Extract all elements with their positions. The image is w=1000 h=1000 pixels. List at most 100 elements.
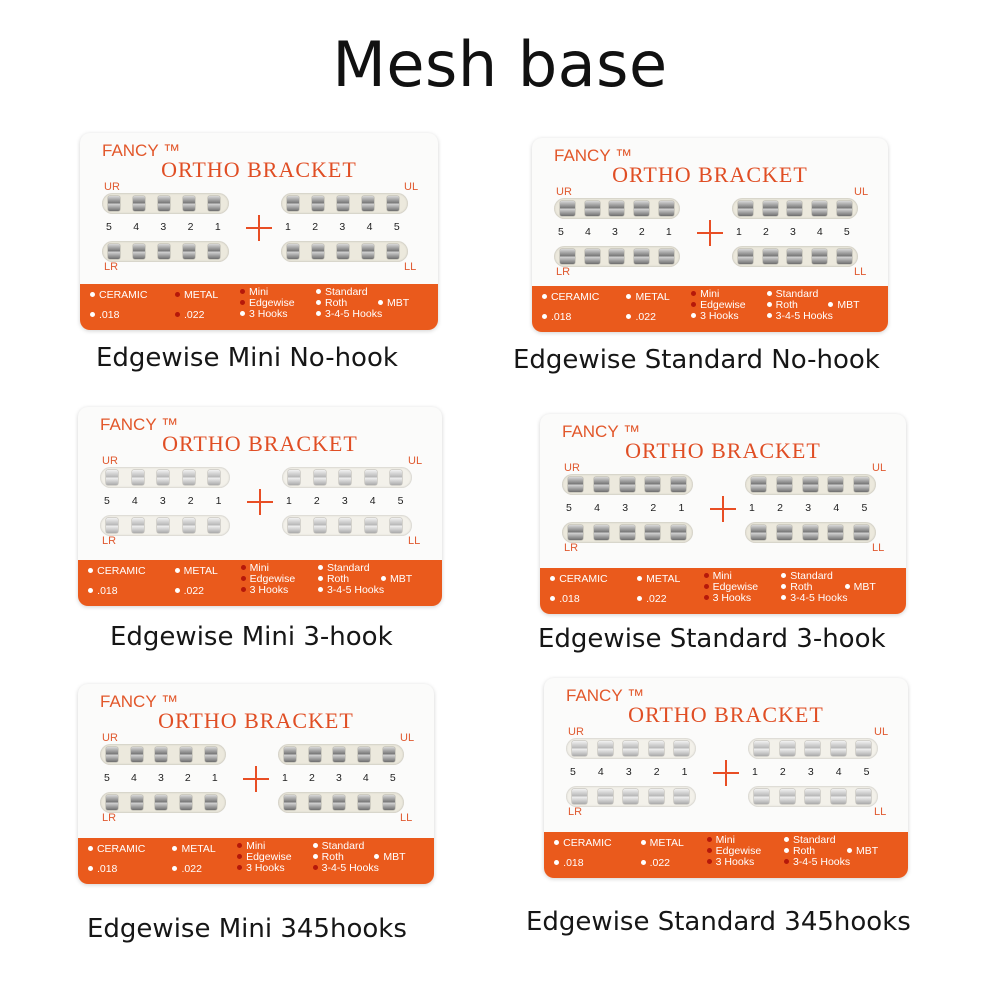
option-dot [691, 302, 697, 307]
option-three-hooks: 3 Hooks [240, 309, 288, 320]
bracket [106, 795, 118, 810]
tooth-number: 4 [594, 502, 600, 514]
tooth-number: 4 [584, 226, 591, 238]
option-label: Mini [700, 288, 720, 300]
bracket [751, 525, 766, 540]
bracket [336, 196, 349, 211]
option-dot [706, 848, 712, 853]
option-dot [706, 859, 712, 864]
page-title: Mesh base [332, 28, 668, 101]
midline-cross [247, 489, 273, 515]
bracket [364, 470, 377, 485]
option-hooks345: 3-4-5 Hooks [783, 856, 851, 868]
bracket [836, 201, 852, 216]
tooth-number: 2 [312, 221, 319, 233]
tooth-number: 1 [736, 226, 742, 238]
option-label: Edgewise [712, 581, 759, 593]
bracket [593, 477, 609, 492]
option-label: 3-4-5 Hooks [321, 862, 379, 874]
option-size018: .018 [88, 586, 118, 597]
midline-cross [713, 760, 739, 786]
option-label: 3-4-5 Hooks [792, 856, 851, 868]
option-mbt: MBT [380, 574, 412, 585]
tooth-number: 1 [678, 502, 685, 514]
option-size022: .022 [640, 858, 670, 869]
option-dot [541, 294, 547, 299]
option-label: Mini [715, 834, 735, 846]
option-label: 3 Hooks [715, 856, 755, 868]
option-dot [312, 843, 318, 848]
option-mini: Mini [691, 289, 719, 300]
bracket [828, 525, 844, 540]
option-label: Roth [325, 297, 348, 309]
tooth-number: 1 [286, 495, 292, 507]
option-dot [766, 291, 772, 296]
bracket-slot [102, 193, 229, 214]
option-dot [554, 860, 560, 865]
bracket-slot [562, 474, 693, 495]
bracket [308, 795, 321, 810]
bracket [157, 518, 170, 533]
quadrant-label-lr: LR [104, 261, 119, 273]
bracket [132, 244, 145, 259]
option-edgewise: Edgewise [240, 574, 295, 585]
bracket [157, 196, 170, 211]
option-dot [237, 865, 243, 870]
option-label: CERAMIC [96, 843, 146, 855]
bracket [779, 741, 795, 756]
tooth-number: 2 [762, 226, 769, 238]
tooth-number: 3 [341, 495, 348, 507]
option-dot [554, 840, 560, 845]
tooth-number: 5 [397, 495, 404, 507]
tooth-number: 2 [653, 766, 660, 778]
tooth-number: 5 [104, 772, 110, 784]
option-roth: Roth [317, 574, 349, 585]
option-dot [312, 865, 318, 870]
tooth-number: 2 [187, 495, 194, 507]
option-dot [175, 312, 180, 317]
option-ceramic: CERAMIC [554, 838, 612, 849]
option-dot [237, 854, 243, 859]
bracket [204, 747, 217, 762]
bracket-slot [278, 744, 404, 765]
bracket [155, 747, 168, 762]
midline-cross [697, 220, 723, 246]
product-caption: Edgewise Mini 345hooks [87, 914, 407, 944]
option-mini: Mini [240, 287, 268, 298]
bracket [645, 477, 661, 492]
bracket [754, 741, 769, 756]
bracket [805, 789, 821, 804]
tooth-number: 5 [861, 502, 868, 514]
option-metal: METAL [637, 574, 680, 585]
option-label: 3 Hooks [246, 862, 285, 874]
option-dot [175, 292, 180, 297]
option-dot [378, 300, 383, 305]
bracket [609, 249, 625, 264]
option-hooks345: 3-4-5 Hooks [312, 862, 379, 874]
bracket [597, 789, 613, 804]
bracket [130, 795, 143, 810]
option-label: .022 [646, 593, 667, 605]
bracket [572, 789, 587, 804]
bracket [633, 249, 649, 264]
option-dot [87, 866, 93, 871]
option-label: CERAMIC [559, 573, 608, 585]
quadrant-label-lr: LR [556, 266, 571, 278]
quadrant-label-ll: LL [400, 812, 413, 824]
option-hooks345: 3-4-5 Hooks [316, 309, 382, 320]
bracket-slot [100, 792, 226, 813]
card-heading: ORTHO BRACKET [161, 157, 357, 182]
option-label: 3 Hooks [700, 310, 739, 322]
option-dot [846, 848, 852, 853]
tooth-number: 4 [366, 221, 373, 233]
bracket-slot [281, 241, 408, 262]
option-dot [240, 587, 246, 592]
tooth-number: 3 [789, 226, 796, 238]
bracket [623, 789, 639, 804]
option-dot [626, 314, 632, 319]
option-label: .018 [96, 863, 118, 875]
option-ceramic: CERAMIC [541, 292, 599, 303]
